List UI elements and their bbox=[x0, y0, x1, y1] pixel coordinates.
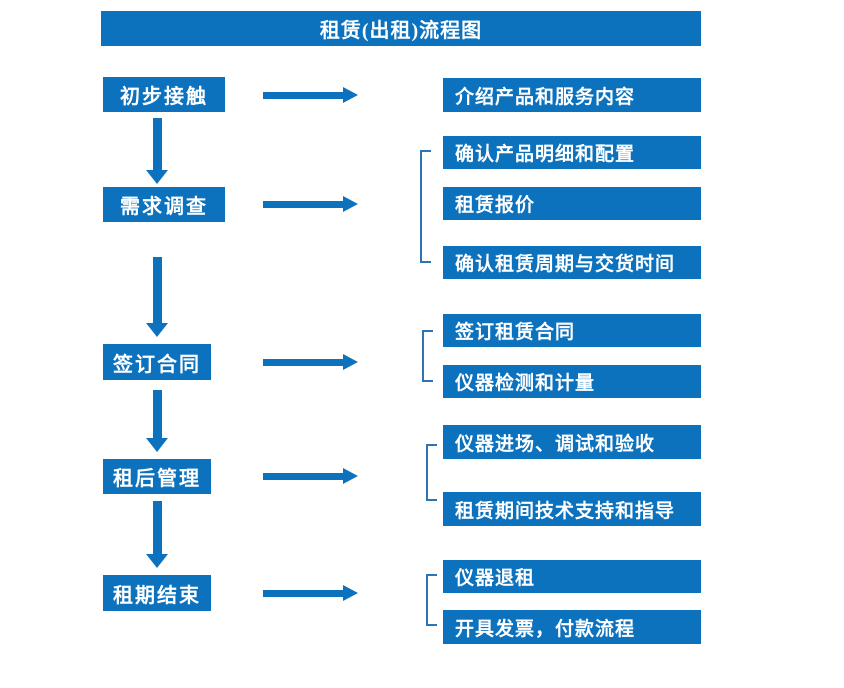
detail-box-tech-support: 租赁期间技术支持和指导 bbox=[443, 492, 701, 526]
detail-box-instrument-return: 仪器退租 bbox=[443, 560, 701, 593]
detail-box-instrument-testing: 仪器检测和计量 bbox=[443, 365, 701, 398]
step-box-sign-contract: 签订合同 bbox=[103, 344, 211, 380]
flowchart-title: 租赁(出租)流程图 bbox=[101, 11, 701, 46]
detail-box-sign-rental-contract: 签订租赁合同 bbox=[443, 314, 701, 347]
detail-box-invoice-payment: 开具发票，付款流程 bbox=[443, 610, 701, 644]
step-box-initial-contact: 初步接触 bbox=[103, 77, 225, 112]
detail-box-confirm-config: 确认产品明细和配置 bbox=[443, 136, 701, 169]
step-box-demand-survey: 需求调查 bbox=[103, 187, 225, 222]
detail-box-confirm-period: 确认租赁周期与交货时间 bbox=[443, 246, 701, 279]
detail-box-intro-products: 介绍产品和服务内容 bbox=[443, 78, 701, 112]
detail-box-rental-quote: 租赁报价 bbox=[443, 187, 701, 220]
step-box-post-rental: 租后管理 bbox=[103, 459, 211, 494]
step-box-lease-end: 租期结束 bbox=[103, 575, 211, 611]
detail-box-instrument-setup: 仪器进场、调试和验收 bbox=[443, 425, 701, 459]
